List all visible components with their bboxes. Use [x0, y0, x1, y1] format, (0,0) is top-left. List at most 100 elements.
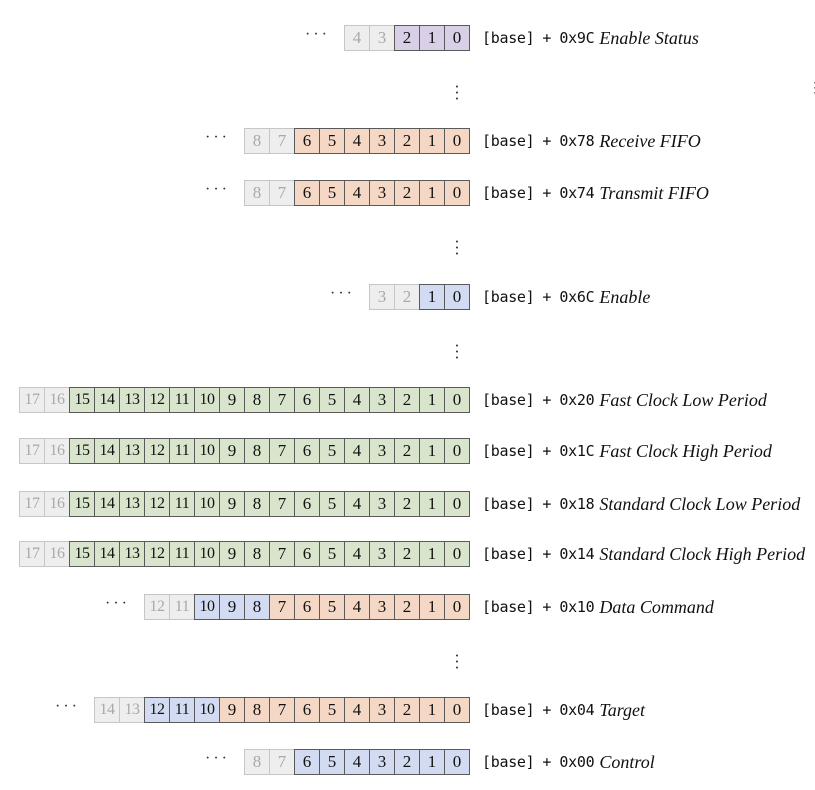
bit-cell: 2 — [394, 594, 420, 620]
bit-cell: 8 — [244, 697, 270, 723]
bit-cell: 4 — [344, 25, 370, 51]
bit-cell: 10 — [194, 491, 220, 517]
bit-cell: 7 — [269, 541, 295, 567]
bit-cell: 1 — [419, 541, 445, 567]
bit-cell: 9 — [219, 491, 245, 517]
bit-cell: 7 — [269, 491, 295, 517]
bit-cell: 11 — [169, 387, 195, 413]
bit-cell: 0 — [444, 749, 470, 775]
bit-cell: 15 — [69, 541, 95, 567]
bit-cell: 13 — [119, 387, 145, 413]
bit-cell: 1 — [419, 180, 445, 206]
bit-cell: 10 — [194, 387, 220, 413]
plus-sign: + — [542, 29, 552, 47]
vertical-ellipsis: ··· — [454, 336, 460, 367]
register-name: Enable — [599, 286, 651, 307]
bit-cell: 4 — [344, 541, 370, 567]
bit-cell: 15 — [69, 438, 95, 464]
bit-cell: 3 — [369, 284, 395, 310]
register-offset: 0x04 — [559, 701, 595, 719]
bit-cell: 8 — [244, 594, 270, 620]
bit-cell: 11 — [169, 697, 195, 723]
bit-cell: 0 — [444, 128, 470, 154]
bit-cell: 16 — [44, 387, 70, 413]
base-token: [base] — [482, 132, 535, 150]
bit-cell: 4 — [344, 491, 370, 517]
base-token: [base] — [482, 753, 535, 771]
register-name: Control — [599, 751, 655, 772]
register-offset: 0x6C — [559, 288, 595, 306]
bit-cell: 4 — [344, 387, 370, 413]
bit-cell: 14 — [94, 387, 120, 413]
bit-cell: 1 — [419, 491, 445, 517]
bit-cell: 17 — [19, 541, 45, 567]
bit-cell: 12 — [144, 541, 170, 567]
bit-cell: 7 — [269, 438, 295, 464]
plus-sign: + — [542, 391, 552, 409]
bit-cell: 5 — [319, 491, 345, 517]
ellipsis: ··· — [205, 750, 230, 767]
bit-cell: 8 — [244, 541, 270, 567]
register-offset: 0x20 — [559, 391, 595, 409]
bit-cell: 14 — [94, 697, 120, 723]
base-token: [base] — [482, 442, 535, 460]
bit-cell: 4 — [344, 697, 370, 723]
bit-cell: 10 — [194, 697, 220, 723]
bit-cell: 2 — [394, 180, 420, 206]
bit-cell: 2 — [394, 749, 420, 775]
bit-cell: 5 — [319, 749, 345, 775]
register-offset: 0x18 — [559, 495, 595, 513]
bit-cell: 12 — [144, 594, 170, 620]
bit-cell: 9 — [219, 541, 245, 567]
bit-cell: 10 — [194, 541, 220, 567]
bit-cell: 10 — [194, 594, 220, 620]
bit-cell: 1 — [419, 284, 445, 310]
bit-cell: 5 — [319, 128, 345, 154]
bit-cell: 3 — [369, 491, 395, 517]
register-name: Target — [599, 699, 646, 720]
bit-cell: 6 — [294, 128, 320, 154]
bit-cell: 3 — [369, 387, 395, 413]
bit-cell: 2 — [394, 541, 420, 567]
bit-cell: 11 — [169, 541, 195, 567]
bit-cell: 13 — [119, 438, 145, 464]
bit-cell: 0 — [444, 594, 470, 620]
bit-cell: 17 — [19, 438, 45, 464]
register-offset: 0x1C — [559, 442, 595, 460]
base-token: [base] — [482, 184, 535, 202]
bit-cell: 6 — [294, 387, 320, 413]
ellipsis: ··· — [330, 285, 355, 302]
bit-cell: 2 — [394, 387, 420, 413]
bit-cell: 1 — [419, 387, 445, 413]
bit-cell: 11 — [169, 438, 195, 464]
register-name: Transmit FIFO — [599, 182, 709, 203]
bit-cell: 8 — [244, 491, 270, 517]
plus-sign: + — [542, 132, 552, 150]
bit-cell: 7 — [269, 387, 295, 413]
bit-cell: 8 — [244, 387, 270, 413]
register-name: Standard Clock High Period — [599, 543, 806, 564]
register-name: Standard Clock Low Period — [599, 493, 801, 514]
bit-cell: 11 — [169, 594, 195, 620]
bit-cell: 9 — [219, 387, 245, 413]
register-offset: 0x00 — [559, 753, 595, 771]
vertical-ellipsis: ··· — [454, 232, 460, 263]
bit-cell: 5 — [319, 697, 345, 723]
bit-cell: 0 — [444, 25, 470, 51]
plus-sign: + — [542, 753, 552, 771]
